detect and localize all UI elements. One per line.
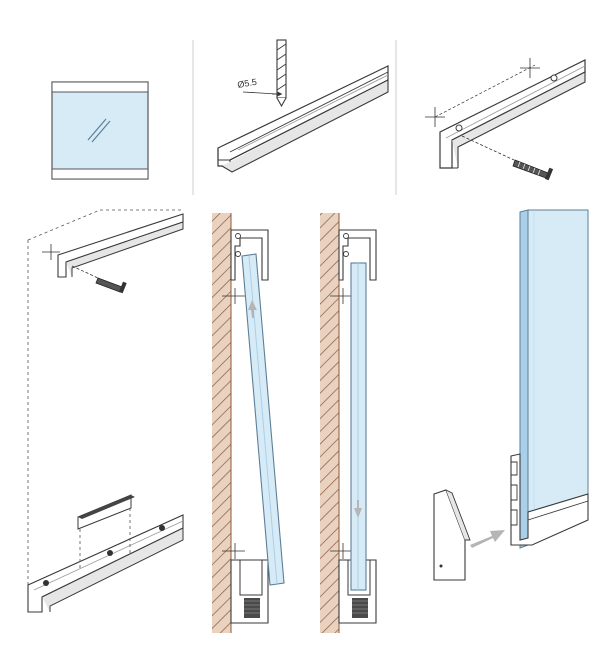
arrow-up-icon [248,300,257,318]
arrow-right-icon [470,530,505,548]
panel-glass-pane [51,81,149,180]
screw-icon [512,159,554,181]
glass-pane [51,81,149,180]
glass-reflection-icon [87,118,107,141]
end-cap [433,489,466,581]
panel-insert-tilted [212,213,285,633]
drill-diameter-label: Ø5.5 [237,77,258,90]
drill-bit-icon [276,39,287,108]
panel-screw-profile [425,58,586,181]
gasket-strip [77,494,135,570]
panel-glass-seated [320,213,377,633]
wall-section [320,213,339,633]
installed-bottom-profile [510,453,589,546]
glass-pane-installed [519,209,529,549]
screw-icon [95,277,127,294]
panel-overview [27,209,184,613]
wall-section [212,213,231,633]
arrow-down-icon [354,500,362,518]
panel-end-cap [433,209,589,581]
drill-mark-crosshair-icon [425,58,540,127]
panel-drill-profile: Ø5.5 [217,39,389,173]
